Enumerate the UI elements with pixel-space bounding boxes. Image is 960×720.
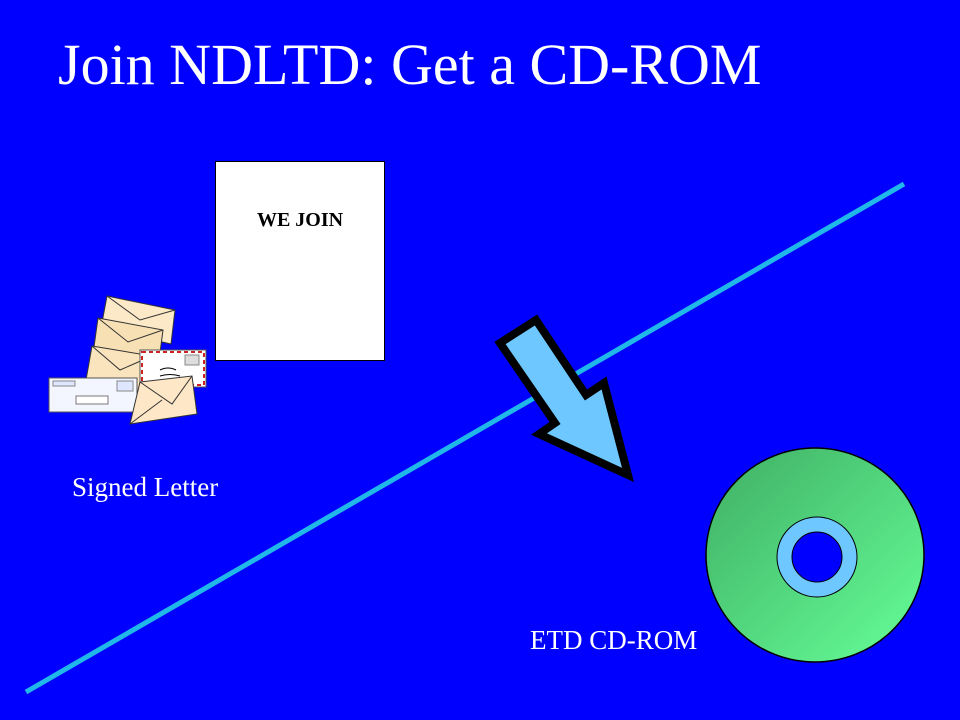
etd-cd-rom-label: ETD CD-ROM (530, 625, 698, 655)
down-right-arrow-icon (494, 314, 635, 483)
cd-rom-icon (705, 447, 925, 663)
signed-letter-label: Signed Letter (72, 472, 219, 502)
diagonal-divider-line (24, 181, 906, 695)
letter-document-icon: WE JOIN (215, 161, 385, 361)
letter-heading: WE JOIN (256, 209, 344, 231)
envelopes-icon (48, 295, 207, 425)
slide-title: Join NDLTD: Get a CD-ROM (58, 32, 762, 97)
